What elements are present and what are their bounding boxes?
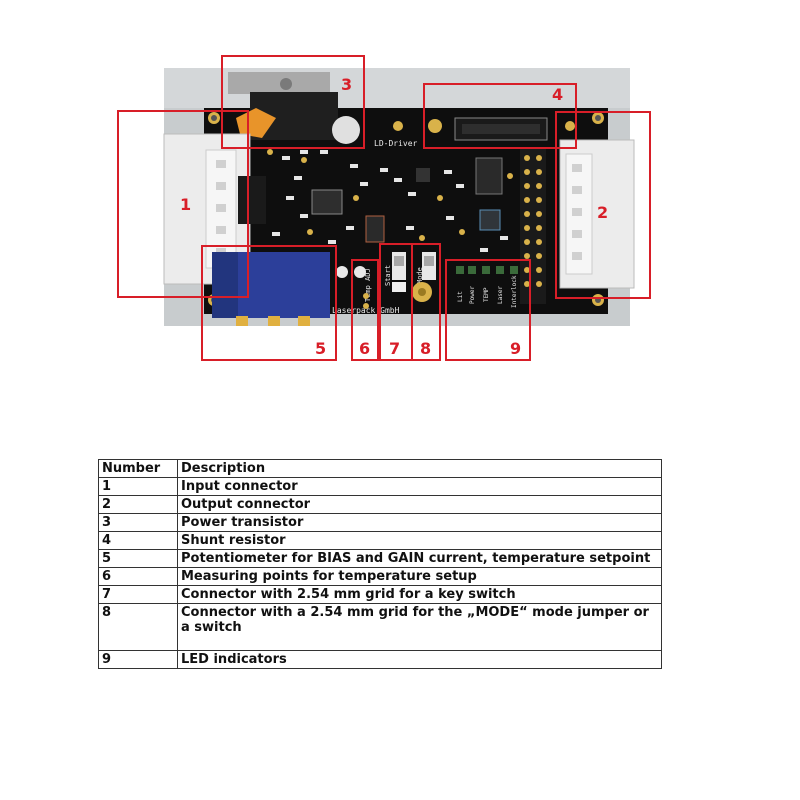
row-number: 6: [98, 567, 178, 586]
row-description: Connector with a 2.54 mm grid for the „M…: [177, 603, 662, 651]
callout-box-8: [411, 243, 441, 361]
table-header-row: Number Description: [98, 459, 662, 478]
measuring-point: [363, 303, 369, 309]
led-label-interlock: Interlock: [511, 275, 518, 308]
led-label-temp: TEMP: [483, 287, 490, 302]
table-row: 9 LED indicators: [98, 650, 662, 669]
smd-components: [272, 150, 508, 252]
callout-box-2: [555, 111, 651, 299]
mode-jumper-connector: [412, 252, 436, 302]
table-row: 5 Potentiometer for BIAS and GAIN curren…: [98, 549, 662, 568]
board-title: LD-Driver: [374, 139, 418, 148]
row-description: Potentiometer for BIAS and GAIN current,…: [177, 549, 662, 568]
row-description: Measuring points for temperature setup: [177, 567, 662, 586]
callout-number-2: 2: [597, 203, 608, 222]
potentiometer: [212, 252, 330, 326]
board-maker: Laserpack GmbH: [332, 306, 400, 315]
row-number: 4: [98, 531, 178, 550]
row-description: Connector with 2.54 mm grid for a key sw…: [177, 585, 662, 604]
row-number: 7: [98, 585, 178, 604]
potentiometer-knob: [336, 266, 348, 278]
header-number: Number: [98, 459, 178, 478]
callout-box-1: [117, 110, 249, 298]
row-description: Output connector: [177, 495, 662, 514]
table-row: 2 Output connector: [98, 495, 662, 514]
table-row: 1 Input connector: [98, 477, 662, 496]
callout-number-7: 7: [389, 339, 400, 358]
callout-number-1: 1: [180, 195, 191, 214]
callout-number-3: 3: [341, 75, 352, 94]
row-description: Power transistor: [177, 513, 662, 532]
callout-box-5: [201, 245, 337, 361]
temp-adj-label: Temp ADJ: [364, 268, 372, 302]
callout-number-6: 6: [359, 339, 370, 358]
row-description: Input connector: [177, 477, 662, 496]
callout-number-9: 9: [510, 339, 521, 358]
shunt-resistor: [454, 117, 548, 141]
callout-box-9: [445, 259, 531, 361]
output-connector: [520, 139, 635, 304]
row-description: LED indicators: [177, 650, 662, 669]
callout-number-8: 8: [420, 339, 431, 358]
callout-number-4: 4: [552, 85, 563, 104]
row-number: 9: [98, 650, 178, 669]
test-vias: [267, 149, 513, 241]
potentiometer-knob: [354, 266, 366, 278]
callout-boxes: [117, 55, 651, 361]
row-description: Shunt resistor: [177, 531, 662, 550]
pcb-diagram: LD-Driver Laserpack GmbH Start Mode Temp…: [117, 55, 651, 361]
key-switch-connector: [392, 252, 406, 292]
legend-table: Number Description 1 Input connector 2 O…: [98, 459, 662, 669]
table-row: 8 Connector with a 2.54 mm grid for the …: [98, 603, 662, 651]
row-number: 1: [98, 477, 178, 496]
table-row: 6 Measuring points for temperature setup: [98, 567, 662, 586]
table-row: 3 Power transistor: [98, 513, 662, 532]
led-indicators: Lit Power TEMP Laser Interlock: [456, 266, 518, 308]
measuring-point: [363, 293, 369, 299]
ic-chips: [311, 157, 503, 243]
row-number: 5: [98, 549, 178, 568]
led-label-laser: Laser: [497, 286, 504, 304]
header-description: Description: [177, 459, 662, 478]
callout-box-6: [351, 259, 379, 361]
start-label: Start: [384, 265, 392, 286]
callout-number-5: 5: [315, 339, 326, 358]
table-row: 4 Shunt resistor: [98, 531, 662, 550]
led-label-power: Power: [469, 286, 476, 304]
power-transistor: [228, 72, 360, 144]
mode-label: Mode: [416, 267, 424, 284]
row-number: 3: [98, 513, 178, 532]
callout-box-3: [221, 55, 365, 149]
row-number: 8: [98, 603, 178, 651]
led-label-lit: Lit: [457, 291, 464, 302]
row-number: 2: [98, 495, 178, 514]
callout-box-4: [423, 83, 577, 149]
table-row: 7 Connector with 2.54 mm grid for a key …: [98, 585, 662, 604]
